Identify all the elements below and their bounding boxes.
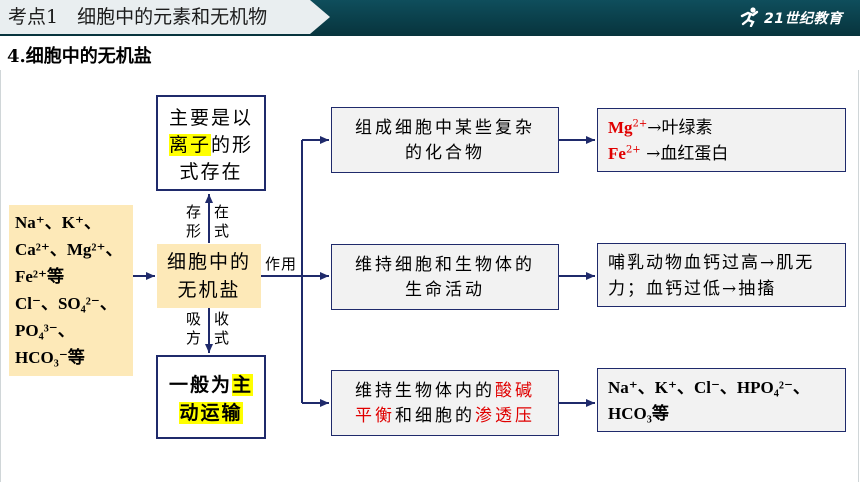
header-title: 考点1 细胞中的元素和无机物 xyxy=(8,6,268,28)
ions-line1: Na⁺、K⁺、 xyxy=(15,213,101,232)
existence-line2-rest: 的形 xyxy=(211,134,254,156)
func3-red3: 渗透压 xyxy=(475,406,535,426)
transport-highlight-1: 主 xyxy=(232,374,254,396)
section-title: 4.细胞中的无机盐 xyxy=(7,46,152,67)
ex1-mg-rest: →叶绿素 xyxy=(647,118,713,138)
label-zai-shi: 在 式 xyxy=(214,203,231,240)
ions-line3: Fe²⁺等 xyxy=(15,267,64,286)
existence-line3: 式存在 xyxy=(179,161,243,183)
content-frame xyxy=(0,70,859,482)
ex1-fe: Fe xyxy=(608,144,626,163)
function-box-life-activity: 维持细胞和生物体的 生命活动 xyxy=(331,244,559,310)
ex2-line2: 力；血钙过低→抽搐 xyxy=(608,279,777,299)
inorganic-salt-box: 细胞中的 无机盐 xyxy=(157,244,261,308)
func3-red2: 平衡 xyxy=(355,406,395,426)
ion-highlight: 离子 xyxy=(168,134,211,156)
transport-prefix: 一般为 xyxy=(168,374,232,396)
ex1-fe-rest: →血红蛋白 xyxy=(640,144,729,164)
label-zuoyong: 作用 xyxy=(265,255,298,273)
ex1-mg-sup: 2+ xyxy=(632,118,648,130)
brand-text: 21世纪教育 xyxy=(764,11,843,27)
brand-logo-group: 21世纪教育 xyxy=(738,7,854,27)
ions-line6: HCO₃⁻等 xyxy=(15,348,85,367)
func3-p2: 和细胞的 xyxy=(395,406,475,426)
label-shou-shi: 收 式 xyxy=(214,310,231,347)
func1-line2: 的化合物 xyxy=(405,143,485,163)
func1-line1: 组成细胞中某些复杂 xyxy=(355,118,535,138)
ions-box: Na⁺、K⁺、 Ca²⁺、Mg²⁺、 Fe²⁺等 Cl⁻、SO₄²⁻、 PO₄³… xyxy=(9,205,133,376)
salt-line1: 细胞中的 xyxy=(166,251,251,273)
function-box-balance: 维持生物体内的酸碱 平衡和细胞的渗透压 xyxy=(331,370,559,436)
ions-line4: Cl⁻、SO₄²⁻、 xyxy=(15,294,117,313)
func2-line2: 生命活动 xyxy=(405,280,485,300)
label-cun-xing: 存 形 xyxy=(186,203,203,240)
ex3-line2: HCO₃等 xyxy=(608,404,669,423)
ex1-mg: Mg xyxy=(608,118,633,137)
example-box-buffer-ions: Na⁺、K⁺、Cl⁻、HPO₄²⁻、 HCO₃等 xyxy=(597,368,846,432)
func2-line1: 维持细胞和生物体的 xyxy=(355,255,535,275)
ex1-fe-sup: 2+ xyxy=(625,144,641,156)
existence-form-box: 主要是以 离子的形 式存在 xyxy=(156,95,266,191)
active-transport-box: 一般为主 动运输 xyxy=(156,355,266,439)
func3-red1: 酸碱 xyxy=(495,381,535,401)
transport-highlight-2: 动运输 xyxy=(179,402,243,424)
ions-line2: Ca²⁺、Mg²⁺、 xyxy=(15,240,123,259)
label-xi-fang: 吸 方 xyxy=(186,310,203,347)
runner-logo-icon xyxy=(740,7,759,27)
ex2-line1: 哺乳动物血钙过高→肌无 xyxy=(608,253,815,273)
function-box-compounds: 组成细胞中某些复杂 的化合物 xyxy=(331,107,559,173)
ex3-line1: Na⁺、K⁺、Cl⁻、HPO₄²⁻、 xyxy=(608,378,810,397)
salt-line2: 无机盐 xyxy=(177,279,241,301)
header-tab xyxy=(0,0,330,34)
existence-line1: 主要是以 xyxy=(168,107,253,129)
example-box-calcium: 哺乳动物血钙过高→肌无 力；血钙过低→抽搐 xyxy=(597,243,846,307)
ions-line5: PO₄³⁻、 xyxy=(15,321,75,340)
example-box-chlorophyll: Mg2+→叶绿素 Fe2+ →血红蛋白 xyxy=(597,108,846,172)
func3-p1: 维持生物体内的 xyxy=(355,381,495,401)
